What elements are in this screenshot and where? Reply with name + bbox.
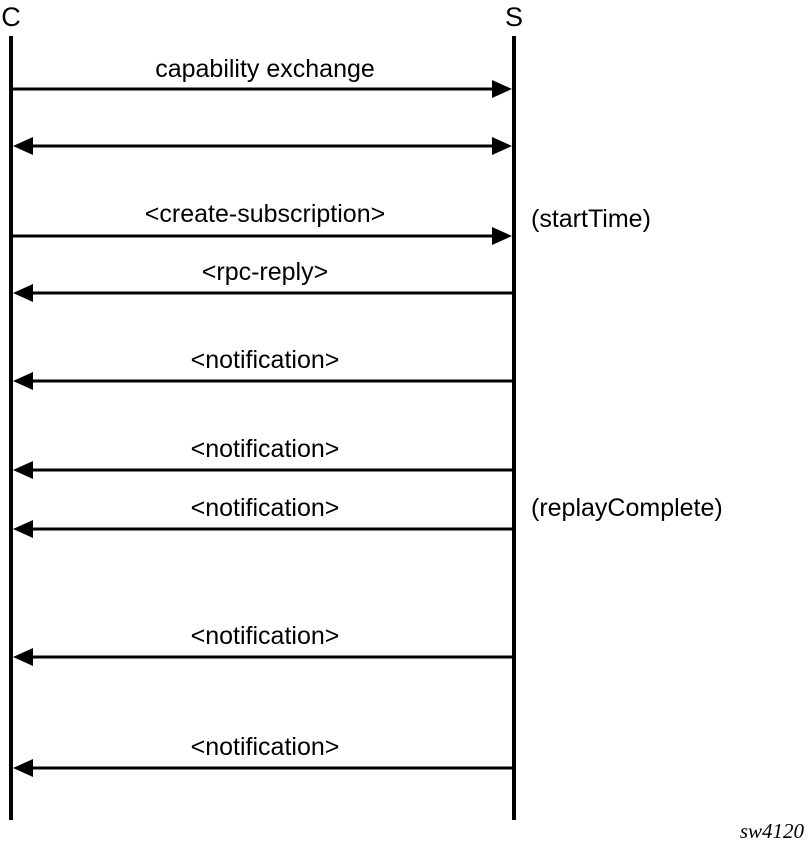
message-note: (startTime)	[531, 205, 651, 233]
message-arrow	[13, 461, 514, 479]
server-label: S	[505, 2, 523, 32]
message-arrow	[13, 137, 512, 155]
client-label: C	[1, 2, 21, 32]
message-label: <notification>	[191, 435, 340, 463]
message-note: (replayComplete)	[531, 494, 723, 522]
message-label: <notification>	[191, 622, 340, 650]
figure-id: sw4120	[740, 819, 805, 843]
message-arrow	[13, 520, 514, 538]
message-arrow	[13, 648, 514, 666]
message-label: <create-subscription>	[145, 200, 385, 228]
message-arrow	[13, 284, 514, 302]
message-arrow	[11, 80, 512, 98]
message-label: capability exchange	[155, 55, 375, 83]
message-arrow	[11, 227, 512, 245]
message-label: <rpc-reply>	[202, 258, 328, 286]
message-arrow	[13, 372, 514, 390]
message-arrow	[13, 759, 514, 777]
message-label: <notification>	[191, 733, 340, 761]
message-label: <notification>	[191, 346, 340, 374]
message-label: <notification>	[191, 494, 340, 522]
